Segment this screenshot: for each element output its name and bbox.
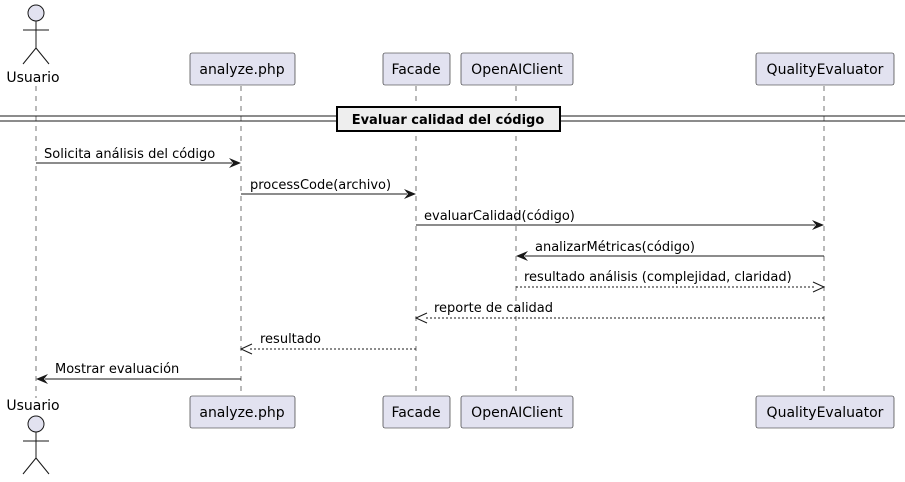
participant-quality-top: QualityEvaluator — [755, 52, 895, 86]
participant-label: Facade — [391, 62, 440, 78]
participant-label: OpenAIClient — [471, 405, 563, 421]
actor-head-icon — [27, 415, 45, 433]
participant-label: OpenAIClient — [471, 62, 563, 78]
participant-quality-bottom: QualityEvaluator — [755, 395, 895, 429]
message-label: resultado — [260, 332, 321, 347]
participant-openai-top: OpenAIClient — [460, 52, 574, 86]
participant-label: QualityEvaluator — [767, 405, 884, 421]
participant-label: Usuario — [6, 70, 59, 86]
arrowhead-icon — [36, 374, 48, 384]
message-label: evaluarCalidad(código) — [424, 209, 575, 224]
arrowhead-icon — [812, 220, 824, 230]
open-arrowhead-icon — [812, 281, 826, 293]
participant-label: analyze.php — [199, 405, 284, 421]
message: processCode(archivo) — [241, 178, 416, 199]
message-label: resultado análisis (complejidad, clarida… — [524, 270, 792, 285]
participant-facade-bottom: Facade — [382, 395, 451, 429]
arrowhead-icon — [404, 189, 416, 199]
message: reporte de calidad — [414, 301, 824, 324]
actor-head-icon — [27, 4, 45, 22]
participant-facade-top: Facade — [382, 52, 451, 86]
participant-analyze-top: analyze.php — [189, 52, 296, 86]
actor-usuario-top: Usuario — [6, 4, 60, 86]
group-divider: Evaluar calidad del código — [0, 106, 905, 132]
participant-label: Facade — [391, 405, 440, 421]
arrowhead-icon — [229, 158, 241, 168]
message-label: Mostrar evaluación — [55, 362, 179, 377]
actor-body-icon — [22, 432, 50, 475]
participant-analyze-bottom: analyze.php — [189, 395, 296, 429]
message: Mostrar evaluación — [36, 362, 241, 384]
message: evaluarCalidad(código) — [416, 209, 824, 230]
actor-usuario-bottom: Usuario — [6, 398, 60, 475]
message-label: analizarMétricas(código) — [535, 240, 695, 255]
message-label: reporte de calidad — [434, 301, 553, 316]
actor-body-icon — [22, 21, 50, 65]
message: Solicita análisis del código — [36, 147, 241, 168]
arrowhead-icon — [516, 251, 528, 261]
message: analizarMétricas(código) — [516, 240, 824, 261]
message: resultado análisis (complejidad, clarida… — [516, 270, 826, 293]
participant-label: Usuario — [6, 398, 59, 414]
message: resultado — [239, 332, 416, 355]
open-arrowhead-icon — [414, 312, 428, 324]
open-arrowhead-icon — [239, 343, 253, 355]
participant-label: analyze.php — [199, 62, 284, 78]
participant-label: QualityEvaluator — [767, 62, 884, 78]
participant-openai-bottom: OpenAIClient — [460, 395, 574, 429]
message-label: processCode(archivo) — [250, 178, 391, 193]
message-label: Solicita análisis del código — [44, 147, 215, 162]
group-label: Evaluar calidad del código — [352, 113, 545, 128]
